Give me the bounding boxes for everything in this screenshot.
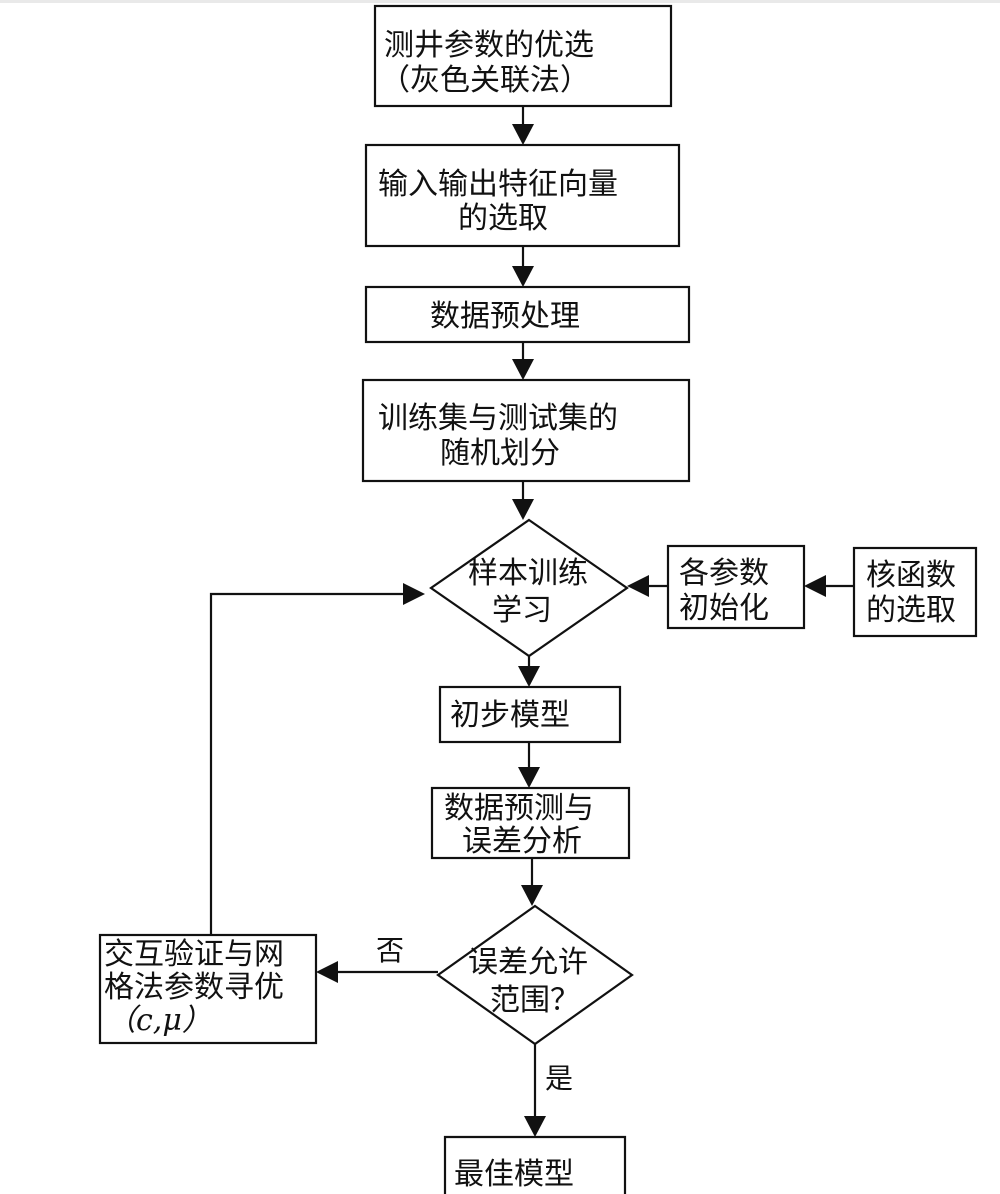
node-split: 训练集与测试集的 随机划分 bbox=[361, 378, 691, 483]
arrowhead-check-best bbox=[524, 1116, 546, 1137]
arrowhead-initial-predict bbox=[518, 767, 540, 788]
node-initial-model: 初步模型 bbox=[438, 685, 622, 744]
node-param-init-line2: 初始化 bbox=[679, 591, 769, 626]
arrowhead-param-train bbox=[627, 575, 649, 597]
node-best-model-line1: 最佳模型 bbox=[454, 1157, 574, 1192]
node-feature-vector-line1: 输入输出特征向量 bbox=[378, 167, 618, 202]
arrowhead-check-cross bbox=[316, 961, 338, 983]
node-kernel: 核函数 的选取 bbox=[852, 546, 978, 638]
node-split-line1: 训练集与测试集的 bbox=[378, 401, 618, 436]
node-error-check: 误差允许 范围？ bbox=[436, 904, 634, 1046]
node-preprocess: 数据预处理 bbox=[364, 285, 691, 344]
arrowhead-cross-train bbox=[403, 583, 425, 605]
node-preprocess-line1: 数据预处理 bbox=[430, 299, 580, 334]
node-cross-validation-line1: 交互验证与网 bbox=[104, 937, 284, 972]
node-split-line2: 随机划分 bbox=[440, 436, 560, 471]
node-predict-line1: 数据预测与 bbox=[444, 791, 594, 826]
node-train-line1: 样本训练 bbox=[468, 556, 588, 591]
node-cross-validation-line2: 格法参数寻优 bbox=[104, 970, 284, 1005]
node-predict: 数据预测与 误差分析 bbox=[430, 786, 631, 860]
node-preprocess-box bbox=[364, 285, 691, 344]
node-train: 样本训练 学习 bbox=[429, 518, 629, 658]
node-kernel-box bbox=[852, 546, 978, 638]
node-cross-validation: 交互验证与网 格法参数寻优 （c,μ） bbox=[98, 933, 318, 1045]
node-feature-vector-box bbox=[364, 143, 681, 248]
arrowhead-kernel-param bbox=[804, 575, 826, 597]
edge-label-yes: 是 bbox=[545, 1062, 573, 1095]
edge-cross-train bbox=[209, 592, 407, 935]
node-feature-vector: 输入输出特征向量 的选取 bbox=[364, 143, 681, 248]
node-cross-validation-box bbox=[98, 933, 318, 1045]
node-initial-model-box bbox=[438, 685, 622, 744]
arrowhead-3-4 bbox=[512, 359, 534, 380]
node-initial-model-line1: 初步模型 bbox=[450, 698, 570, 733]
node-param-init-line1: 各参数 bbox=[679, 556, 769, 591]
node-split-box bbox=[361, 378, 691, 483]
node-kernel-line2: 的选取 bbox=[866, 593, 956, 628]
node-grey-relation-line1: 测井参数的优选 bbox=[384, 28, 594, 63]
node-error-check-line1: 误差允许 bbox=[468, 945, 588, 980]
node-predict-box bbox=[430, 786, 631, 860]
node-param-init: 各参数 初始化 bbox=[666, 544, 806, 630]
node-grey-relation-box bbox=[373, 4, 673, 108]
arrowhead-4-train bbox=[512, 499, 534, 520]
node-train-line2: 学习 bbox=[492, 593, 552, 628]
node-grey-relation: 测井参数的优选 （灰色关联法） bbox=[373, 4, 673, 108]
node-kernel-line1: 核函数 bbox=[866, 558, 956, 593]
arrowhead-1-2 bbox=[512, 124, 534, 145]
arrowhead-2-3 bbox=[512, 266, 534, 287]
node-best-model: 最佳模型 bbox=[443, 1135, 627, 1194]
node-cross-validation-line3: （c,μ） bbox=[106, 1003, 212, 1038]
top-border bbox=[0, 0, 1000, 3]
node-feature-vector-line2: 的选取 bbox=[458, 201, 548, 236]
node-predict-line2: 误差分析 bbox=[462, 824, 582, 859]
edge-label-no: 否 bbox=[376, 934, 404, 967]
arrowhead-predict-check bbox=[521, 885, 543, 906]
node-grey-relation-line2: （灰色关联法） bbox=[380, 63, 590, 98]
node-error-check-line2: 范围？ bbox=[490, 983, 580, 1018]
arrowhead-train-initial bbox=[518, 666, 540, 687]
